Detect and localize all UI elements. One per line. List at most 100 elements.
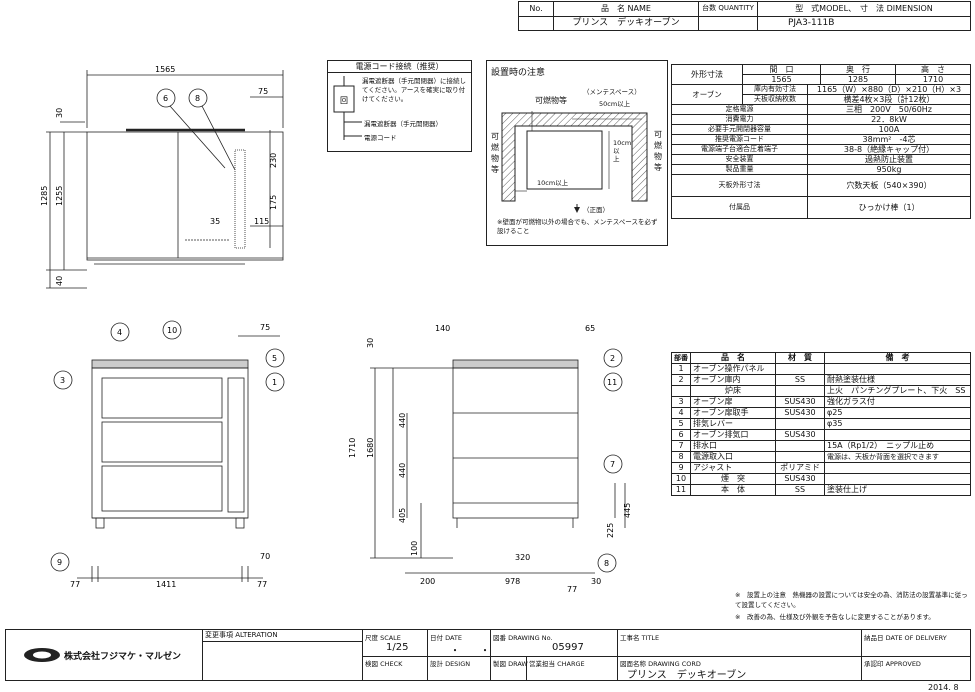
qty-value (698, 15, 758, 31)
dim-top-w: 1565 (155, 65, 175, 74)
delivery-cell: 納品日 DATE OF DELIVERY 承認印 APPROVED (861, 630, 970, 680)
model-value: PJA3-111B (757, 15, 971, 31)
dim-side-1680: 1680 (366, 438, 375, 458)
parts-no: 11 (671, 484, 691, 496)
name-value: プリンス デッキオーブン (553, 15, 699, 31)
dim-top-35: 35 (210, 217, 220, 226)
parts-name: 本 体 (690, 484, 776, 496)
title-label: 工事名 TITLE (620, 634, 660, 642)
parts-mat (775, 451, 825, 463)
parts-note: φ25 (824, 407, 971, 419)
spec-label-2: 必要手元開閉器容量 (671, 124, 808, 135)
check-label: 検図 CHECK (365, 660, 403, 668)
design-label: 設計 DESIGN (430, 660, 471, 668)
parts-name: オーブン扉 (690, 396, 776, 408)
plate-label: 天板収納枚数 (742, 94, 808, 105)
parts-name: 排水口 (690, 440, 776, 452)
dim-top-40: 40 (55, 276, 64, 286)
spec-value-7: 穴数天板（540×390） (807, 174, 971, 197)
scale-value: 1/25 (386, 642, 409, 653)
dim-side-65: 65 (585, 324, 595, 333)
dim-side-1710: 1710 (348, 438, 357, 458)
parts-no: 1 (671, 363, 691, 375)
dim-top-30: 30 (55, 108, 64, 118)
parts-no: 9 (671, 462, 691, 474)
space-50: 50cm以上 (599, 100, 631, 108)
parts-note (824, 363, 971, 375)
header-table: No. 品 名 NAME 台数 QUANTITY 型 式MODEL、 寸 法 D… (518, 1, 971, 31)
dim-top-175: 175 (269, 195, 278, 210)
plate-value: 横差4枚×3段（計12枚） (807, 94, 971, 105)
parts-note (824, 473, 971, 485)
parts-name: 煙 突 (690, 473, 776, 485)
spec-label-3: 推奨電源コード (671, 134, 808, 145)
spec-table: 外形寸法 間 口 奥 行 高 さ 1565 1285 1710 オーブン 庫内有… (671, 64, 971, 219)
space-10-bottom: 10cm以上 (537, 179, 569, 187)
power-cord-diagram: 回 (333, 76, 362, 140)
cord-label: 図面名称 DRAWING CORD (620, 660, 701, 668)
spec-label-6: 製品重量 (671, 164, 808, 175)
no-label: No. (518, 1, 554, 17)
parts-name: 排気レバー (690, 418, 776, 430)
parts-name: オーブン排気口 (690, 429, 776, 441)
parts-no: 7 (671, 440, 691, 452)
spec-label-4: 電源端子台適合圧着端子 (671, 144, 808, 155)
install-note: ※壁面が可燃物以外の場合でも、メンテスペースを必ず設けること (497, 218, 658, 235)
dim-top-1255: 1255 (55, 186, 64, 206)
install-diagram (501, 111, 648, 213)
outer-label: 外形寸法 (671, 64, 743, 85)
footnote-1: ※ 設置上の注意 熱機器の設置については安全の為、消防法の設置基準に従って設置し… (735, 591, 968, 609)
parts-mat: ポリアミド (775, 462, 825, 474)
legend-breaker: 漏電遮断器（手元開閉器） (364, 120, 442, 128)
dim-side-440a: 440 (398, 413, 407, 428)
dim-side-978: 978 (505, 577, 520, 586)
dim-front-77b: 77 (257, 580, 267, 588)
balloon-3: 3 (60, 376, 65, 385)
spec-label-8: 付属品 (671, 196, 808, 219)
alteration-label: 変更事項 ALTERATION (202, 630, 362, 642)
parts-note (824, 429, 971, 441)
delivery-label: 納品日 DATE OF DELIVERY (864, 634, 947, 642)
company-cell: 株式会社フジマケ・マルゼン (6, 630, 203, 680)
front-view-drawing: 75 70 77 1411 77 4 10 3 5 1 9 (50, 320, 285, 588)
space-10-side: 10cm以上 (613, 139, 632, 163)
dim-side-445: 445 (623, 503, 632, 518)
parts-row: 炉床上火 パンチングプレート、下火 SS (671, 385, 971, 397)
dim-front-70: 70 (260, 552, 270, 561)
model-dim-label: 型 式MODEL、 寸 法 DIMENSION (757, 1, 971, 17)
dim-side-140: 140 (435, 324, 450, 333)
parts-note: 上火 パンチングプレート、下火 SS (824, 385, 971, 397)
title-block: 株式会社フジマケ・マルゼン 変更事項 ALTERATION 尺度 SCALE 1… (5, 629, 971, 681)
parts-name: オーブン操作パネル (690, 363, 776, 375)
parts-note: 15A（Rp1/2） ニップル止め (824, 440, 971, 452)
dim-front-75: 75 (260, 323, 270, 332)
balloon-5: 5 (272, 354, 277, 363)
drawing-no: 05997 (552, 642, 584, 653)
parts-note: φ35 (824, 418, 971, 430)
dim-side-30b: 30 (591, 577, 601, 586)
qty-label: 台数 QUANTITY (698, 1, 758, 17)
title-cell: 工事名 TITLE 図面名称 DRAWING CORD プリンス デッキオーブン (617, 630, 862, 681)
dim-side-200: 200 (420, 577, 435, 586)
balloon-7: 7 (610, 460, 615, 469)
balloon-9: 9 (57, 558, 62, 567)
power-cord-box: 電源コード接続（推奨） 回 漏電遮断器（手元開閉器）に接続してください。アースを… (327, 60, 472, 152)
spec-value-3: 38mm² -4芯 (807, 134, 971, 145)
side-left: 可燃物等 (491, 132, 499, 174)
dim-side-225: 225 (606, 523, 615, 538)
date-value: ・ ・ (450, 646, 490, 657)
power-cord-desc: 漏電遮断器（手元開閉器）に接続してください。アースを確実に取り付けてください。 (362, 77, 466, 103)
parts-no: 10 (671, 473, 691, 485)
side-right: 可燃物等 (654, 130, 662, 172)
model-label: 型 式MODEL (795, 3, 849, 13)
dim-top-230: 230 (269, 153, 278, 168)
balloon-4: 4 (117, 328, 122, 337)
dim-side-405: 405 (398, 508, 407, 523)
oven-label: オーブン (692, 89, 722, 99)
spec-value-5: 過熱防止装置 (807, 154, 971, 165)
